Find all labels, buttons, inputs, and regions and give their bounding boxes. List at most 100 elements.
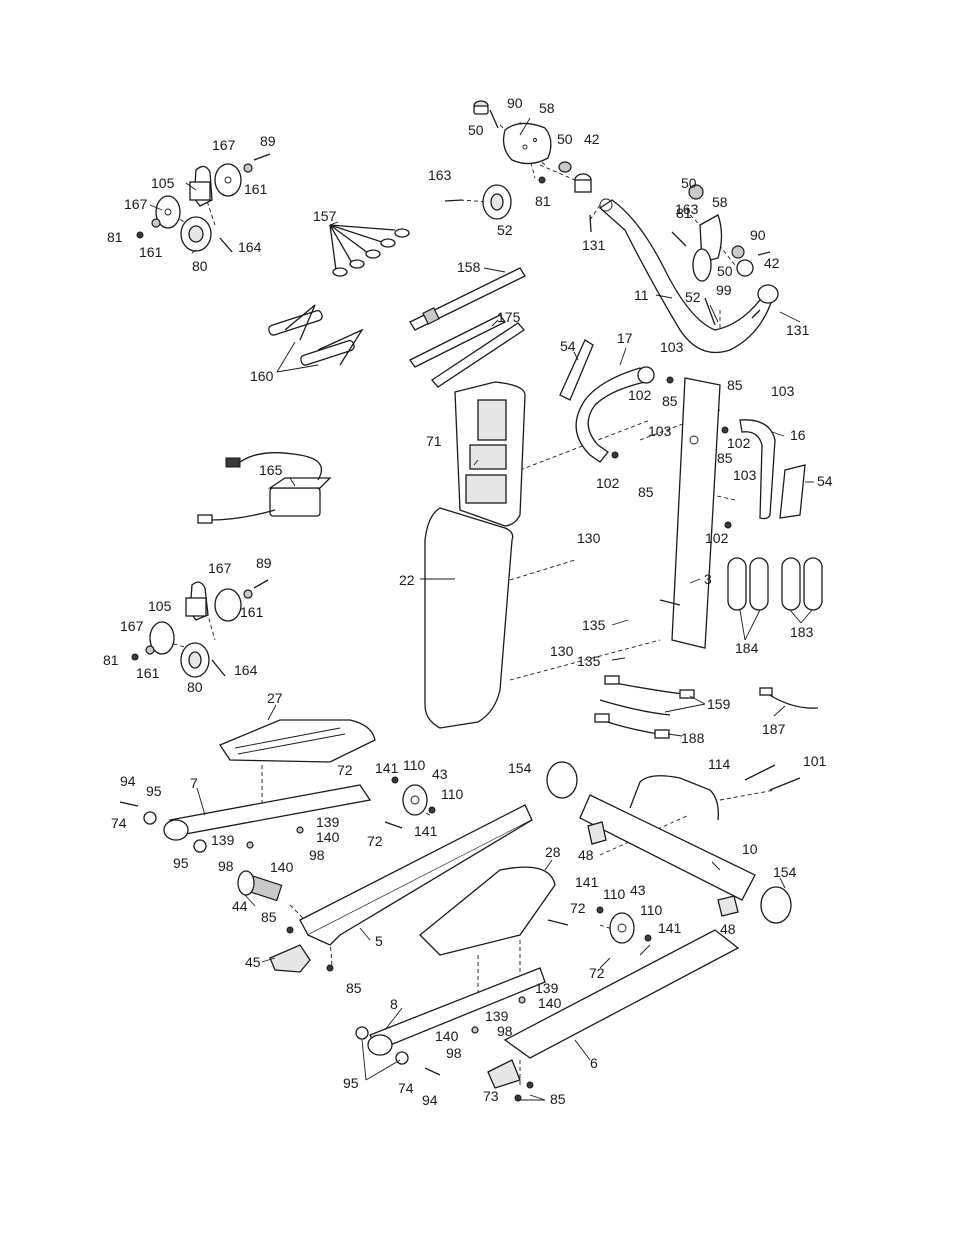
label-90: 90 bbox=[507, 95, 523, 111]
pedal-27 bbox=[219, 719, 376, 763]
label-28: 28 bbox=[545, 844, 561, 860]
label-81: 81 bbox=[535, 193, 551, 209]
label-131: 131 bbox=[582, 237, 606, 253]
label-161: 161 bbox=[139, 244, 163, 260]
pedal-arm-8 bbox=[355, 912, 635, 1076]
label-141: 141 bbox=[658, 920, 682, 936]
label-163: 163 bbox=[675, 201, 699, 217]
label-72: 72 bbox=[570, 900, 586, 916]
label-130: 130 bbox=[550, 643, 574, 659]
label-164: 164 bbox=[234, 662, 258, 678]
label-98: 98 bbox=[497, 1023, 513, 1039]
label-74: 74 bbox=[398, 1080, 414, 1096]
label-105: 105 bbox=[151, 175, 175, 191]
label-110: 110 bbox=[603, 886, 626, 902]
label-90: 90 bbox=[750, 227, 766, 243]
top-pulley-assembly bbox=[444, 100, 592, 233]
label-102: 102 bbox=[727, 435, 751, 451]
label-8: 8 bbox=[390, 996, 398, 1012]
label-5: 5 bbox=[375, 933, 383, 949]
label-157: 157 bbox=[313, 208, 337, 224]
label-58: 58 bbox=[712, 194, 728, 210]
label-103: 103 bbox=[771, 383, 795, 399]
label-22: 22 bbox=[399, 572, 415, 588]
label-140: 140 bbox=[270, 859, 294, 875]
handlebar-frame-11 bbox=[598, 198, 779, 354]
label-102: 102 bbox=[705, 530, 729, 546]
label-72: 72 bbox=[367, 833, 383, 849]
label-184: 184 bbox=[735, 640, 759, 656]
pedal-28 bbox=[419, 866, 556, 956]
label-6: 6 bbox=[590, 1055, 598, 1071]
label-175: 175 bbox=[497, 309, 521, 325]
label-17: 17 bbox=[617, 330, 633, 346]
label-42: 42 bbox=[764, 255, 780, 271]
label-161: 161 bbox=[240, 604, 264, 620]
label-50: 50 bbox=[468, 122, 484, 138]
label-89: 89 bbox=[260, 133, 276, 149]
straps-158-175 bbox=[409, 267, 526, 388]
label-48: 48 bbox=[578, 847, 594, 863]
label-98: 98 bbox=[218, 858, 234, 874]
label-95: 95 bbox=[173, 855, 189, 871]
label-154: 154 bbox=[508, 760, 532, 776]
label-183: 183 bbox=[790, 624, 814, 640]
label-139: 139 bbox=[535, 980, 559, 996]
label-160: 160 bbox=[250, 368, 274, 384]
label-135: 135 bbox=[582, 617, 606, 633]
label-98: 98 bbox=[309, 847, 325, 863]
label-11: 11 bbox=[634, 287, 649, 303]
label-154: 154 bbox=[773, 864, 797, 880]
pedal-arm-7 bbox=[119, 784, 428, 853]
label-74: 74 bbox=[111, 815, 127, 831]
label-131: 131 bbox=[786, 322, 810, 338]
label-71: 71 bbox=[426, 433, 442, 449]
left-arm-17 bbox=[559, 339, 655, 463]
label-50: 50 bbox=[717, 263, 733, 279]
label-102: 102 bbox=[628, 387, 652, 403]
label-80: 80 bbox=[187, 679, 203, 695]
label-16: 16 bbox=[790, 427, 806, 443]
upright-frame-3 bbox=[659, 377, 721, 649]
label-164: 164 bbox=[238, 239, 262, 255]
label-141: 141 bbox=[375, 760, 399, 776]
label-105: 105 bbox=[148, 598, 172, 614]
label-73: 73 bbox=[483, 1088, 499, 1104]
label-50: 50 bbox=[681, 175, 697, 191]
right-arm-16 bbox=[739, 419, 806, 520]
label-81: 81 bbox=[107, 229, 123, 245]
label-103: 103 bbox=[648, 423, 672, 439]
label-48: 48 bbox=[720, 921, 736, 937]
label-44: 44 bbox=[232, 898, 248, 914]
label-10: 10 bbox=[742, 841, 758, 857]
label-103: 103 bbox=[660, 339, 684, 355]
crossbar-10 bbox=[546, 761, 801, 924]
label-85: 85 bbox=[727, 377, 743, 393]
label-161: 161 bbox=[136, 665, 160, 681]
label-50: 50 bbox=[557, 131, 573, 147]
small-hardware bbox=[246, 376, 732, 1102]
label-7: 7 bbox=[190, 775, 198, 791]
label-139: 139 bbox=[316, 814, 340, 830]
label-161: 161 bbox=[244, 181, 268, 197]
label-187: 187 bbox=[762, 721, 786, 737]
label-140: 140 bbox=[538, 995, 562, 1011]
label-141: 141 bbox=[575, 874, 599, 890]
label-42: 42 bbox=[584, 131, 600, 147]
leader-lines bbox=[149, 117, 814, 1101]
label-81: 81 bbox=[103, 652, 119, 668]
label-163: 163 bbox=[428, 167, 452, 183]
label-85: 85 bbox=[346, 980, 362, 996]
label-130: 130 bbox=[577, 530, 601, 546]
label-45: 45 bbox=[245, 954, 261, 970]
label-85: 85 bbox=[662, 393, 678, 409]
label-85: 85 bbox=[717, 450, 733, 466]
label-89: 89 bbox=[256, 555, 272, 571]
label-140: 140 bbox=[435, 1028, 459, 1044]
label-167: 167 bbox=[212, 137, 236, 153]
label-3: 3 bbox=[704, 571, 712, 587]
power-adapter-165 bbox=[197, 452, 332, 524]
label-85: 85 bbox=[638, 484, 654, 500]
label-94: 94 bbox=[120, 773, 136, 789]
